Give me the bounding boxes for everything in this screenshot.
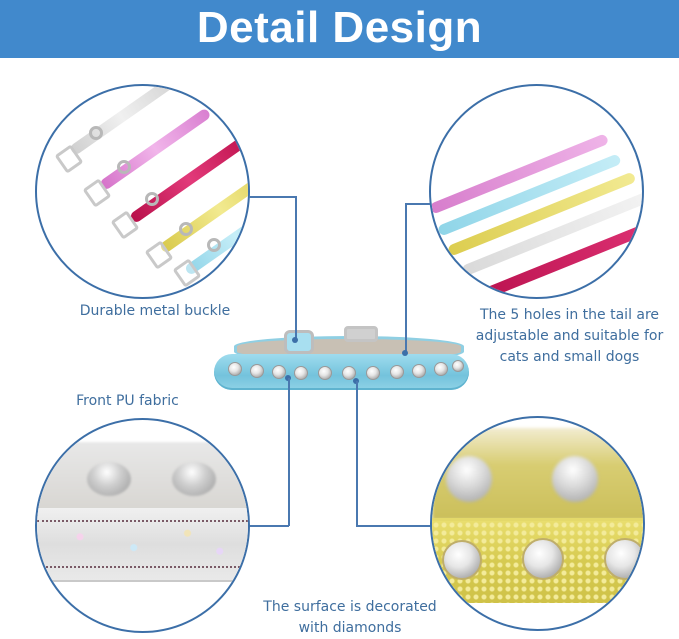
- rhinestone-icon: [604, 538, 643, 580]
- connector-buckle-h: [249, 196, 296, 198]
- buckle-detail-image: [35, 84, 250, 299]
- connector-tail-v: [405, 203, 407, 353]
- rhinestone-icon: [412, 364, 426, 378]
- diamond-label: The surface is decorated with diamonds: [245, 597, 455, 639]
- tail-holes-label: The 5 holes in the tail are adjustable a…: [460, 305, 679, 368]
- ring-icon: [207, 238, 221, 252]
- grommet-icon: [87, 462, 131, 496]
- collar-buckle-icon: [344, 326, 378, 342]
- stitching-top: [37, 520, 248, 522]
- connector-fabric-v: [288, 378, 290, 526]
- fabric-detail-image: [35, 418, 250, 633]
- buckle-label: Durable metal buckle: [79, 303, 231, 319]
- fabric-label: Front PU fabric: [76, 393, 179, 409]
- rhinestone-icon: [294, 366, 308, 380]
- ring-icon: [179, 222, 193, 236]
- ring-icon: [145, 192, 159, 206]
- rhinestone-icon: [250, 364, 264, 378]
- rhinestone-icon: [390, 365, 404, 379]
- tail-holes-label-line-1: The 5 holes in the tail are: [479, 307, 660, 323]
- connector-diamond-h: [356, 525, 431, 527]
- rhinestone-icon: [228, 362, 242, 376]
- header-banner: Detail Design: [0, 0, 679, 58]
- stitching-bottom: [37, 566, 248, 568]
- collar-buckle-icon: [284, 330, 314, 354]
- ring-icon: [117, 160, 131, 174]
- rhinestone-icon: [366, 366, 380, 380]
- diamond-detail-image: [430, 416, 645, 631]
- rhinestone-icon: [434, 362, 448, 376]
- grommet-icon: [552, 456, 598, 502]
- connector-dot: [292, 337, 298, 343]
- rhinestone-icon: [272, 365, 286, 379]
- diamond-label-line-2: with diamonds: [298, 620, 402, 636]
- tail-holes-detail-image: [429, 84, 644, 299]
- connector-dot: [402, 350, 408, 356]
- banner-title: Detail Design: [196, 3, 483, 52]
- diamond-label-line-1: The surface is decorated: [263, 599, 437, 615]
- rhinestone-icon: [452, 360, 464, 372]
- connector-tail-h: [405, 203, 430, 205]
- connector-diamond-v: [356, 381, 358, 526]
- rhinestone-icon: [318, 366, 332, 380]
- connector-buckle-v: [295, 196, 297, 339]
- grommet-icon: [446, 456, 492, 502]
- ring-icon: [89, 126, 103, 140]
- rhinestone-icon: [522, 538, 564, 580]
- grommet-icon: [172, 462, 216, 496]
- rhinestone-icon: [442, 540, 482, 580]
- tail-holes-label-line-2: adjustable and suitable for: [475, 328, 664, 344]
- tail-holes-label-line-3: cats and small dogs: [499, 349, 640, 365]
- center-collar-image: [214, 326, 469, 394]
- fabric-back-band: [37, 442, 248, 510]
- connector-fabric-h: [248, 525, 289, 527]
- rhinestone-icon: [342, 366, 356, 380]
